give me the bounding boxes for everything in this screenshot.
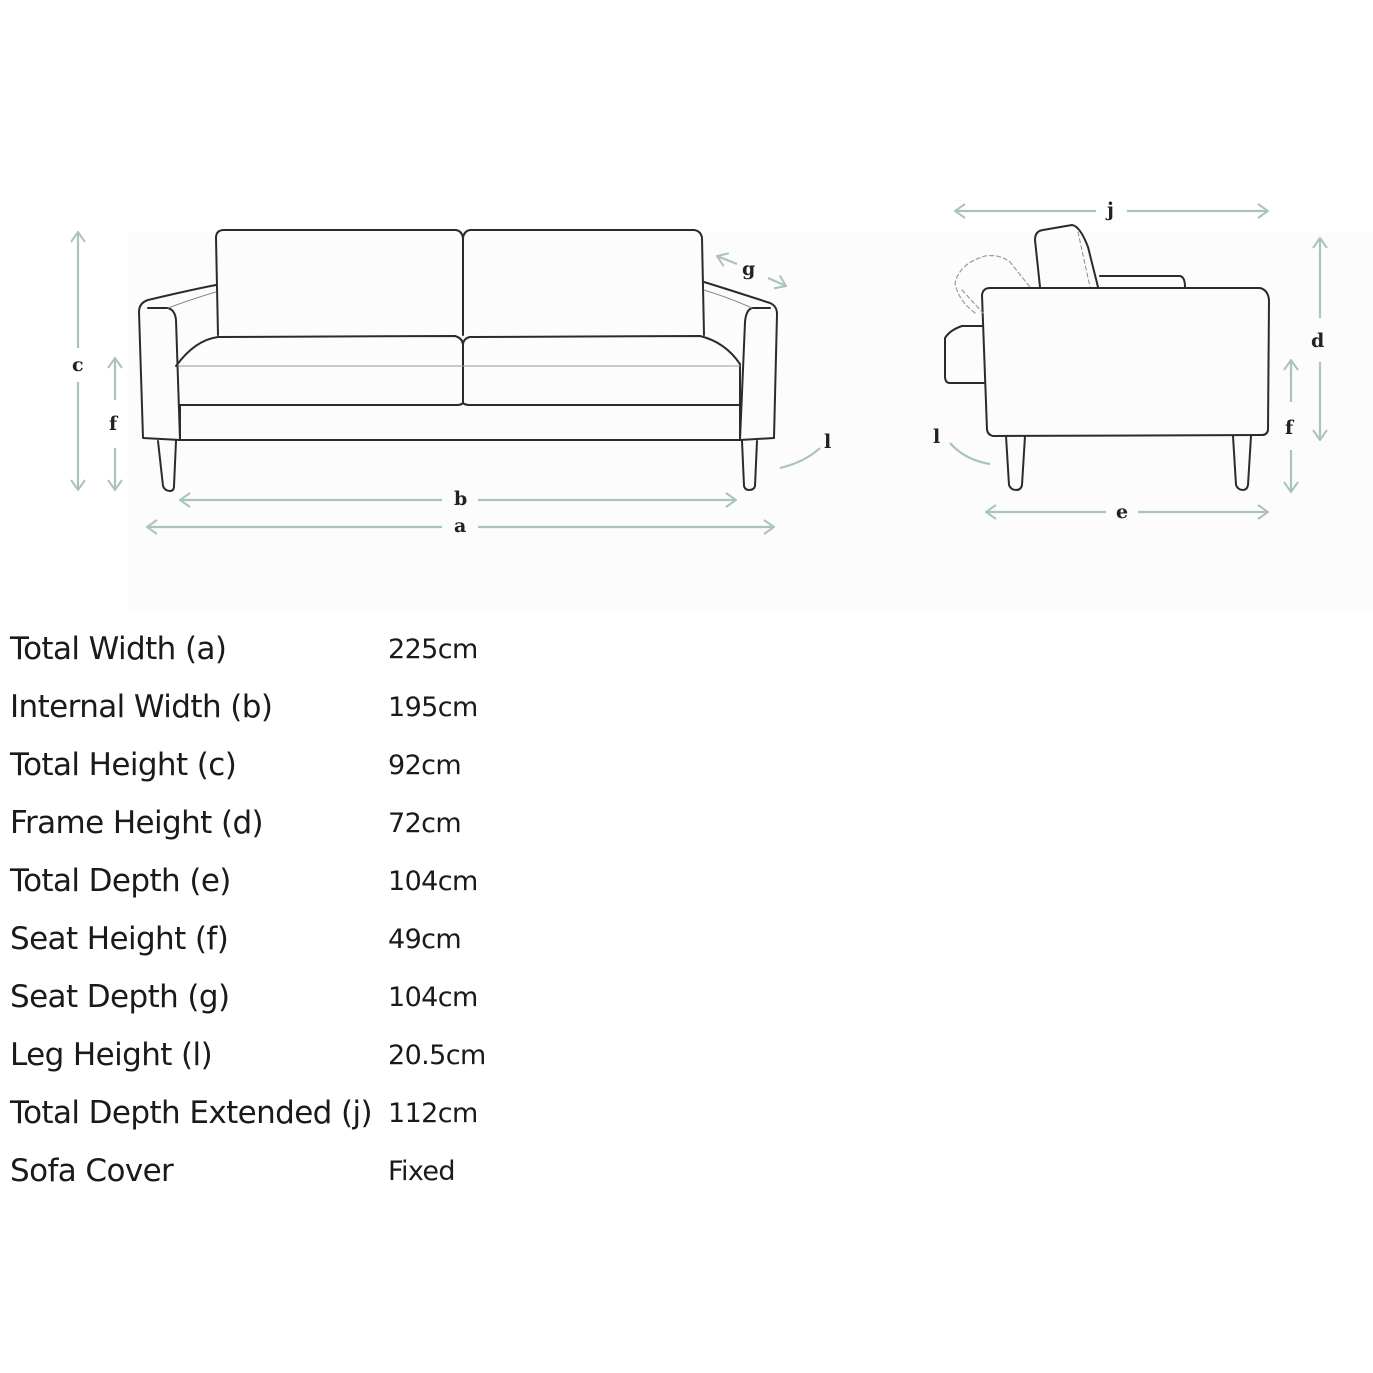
side-seat-cushion	[1099, 275, 1186, 288]
back-cushion-right	[462, 229, 705, 336]
spec-value: 72cm	[388, 807, 462, 839]
dimension-g-arrow-left	[717, 256, 738, 264]
spec-value: 225cm	[388, 633, 478, 665]
label-a: a	[454, 515, 466, 537]
side-view-labels: j d f e l	[933, 199, 1324, 523]
dimension-g-arrow-right	[767, 278, 786, 286]
side-leg-front	[1005, 435, 1026, 491]
label-b: b	[454, 488, 467, 510]
spec-row-internal-width: Internal Width (b) 195cm	[10, 678, 710, 736]
label-e: e	[1116, 501, 1128, 523]
side-body	[981, 287, 1270, 437]
spec-value: 49cm	[388, 923, 462, 955]
spec-label: Leg Height (l)	[10, 1037, 213, 1073]
side-view-dimensions	[949, 211, 1320, 512]
dimension-l-side-callout	[949, 442, 991, 466]
spec-row-seat-height: Seat Height (f) 49cm	[10, 910, 710, 968]
spec-row-seat-depth: Seat Depth (g) 104cm	[10, 968, 710, 1026]
back-cushion-left	[215, 229, 464, 336]
spec-row-total-depth: Total Depth (e) 104cm	[10, 852, 710, 910]
spec-row-total-width: Total Width (a) 225cm	[10, 620, 710, 678]
seat-cushion-left	[175, 335, 464, 406]
sofa-base	[179, 404, 741, 441]
spec-row-sofa-cover: Sofa Cover Fixed	[10, 1142, 710, 1200]
spec-label: Total Depth Extended (j)	[10, 1095, 373, 1131]
side-leg-back	[1232, 435, 1252, 491]
spec-value: 104cm	[388, 981, 478, 1013]
seat-cushion-right	[462, 335, 741, 406]
spec-value: 195cm	[388, 691, 478, 723]
label-c: c	[72, 354, 84, 376]
spec-label: Internal Width (b)	[10, 689, 273, 725]
spec-value: 92cm	[388, 749, 462, 781]
label-d: d	[1311, 330, 1324, 352]
diagram-background-panel	[128, 232, 1373, 612]
dimension-l-callout	[779, 447, 821, 470]
spec-label: Sofa Cover	[10, 1153, 174, 1189]
spec-row-frame-height: Frame Height (d) 72cm	[10, 794, 710, 852]
front-view-labels: c f b a g l	[72, 258, 831, 537]
sofa-side-view	[944, 224, 1270, 491]
label-j: j	[1105, 199, 1114, 221]
spec-value: Fixed	[388, 1155, 456, 1187]
spec-label: Total Height (c)	[10, 747, 237, 783]
dimensions-spec-table: Total Width (a) 225cm Internal Width (b)…	[10, 620, 710, 1200]
side-back-cushion	[1034, 224, 1099, 288]
arm-left	[138, 284, 217, 441]
spec-label: Seat Depth (g)	[10, 979, 230, 1015]
spec-label: Total Depth (e)	[10, 863, 231, 899]
arm-right	[703, 281, 778, 441]
label-f-side: f	[1285, 417, 1295, 439]
recline-ghost-outline	[954, 255, 1031, 314]
spec-value: 20.5cm	[388, 1039, 486, 1071]
sofa-front-view	[138, 229, 778, 492]
side-footrest	[944, 325, 985, 384]
sofa-dimension-diagram: c f b a g l	[0, 199, 1373, 537]
spec-row-total-height: Total Height (c) 92cm	[10, 736, 710, 794]
spec-label: Total Width (a)	[10, 631, 227, 667]
leg-left	[157, 440, 177, 492]
spec-value: 112cm	[388, 1097, 478, 1129]
label-l-front: l	[824, 431, 831, 453]
spec-row-total-depth-extended: Total Depth Extended (j) 112cm	[10, 1084, 710, 1142]
spec-label: Seat Height (f)	[10, 921, 229, 957]
label-g: g	[742, 258, 755, 280]
front-view-dimensions	[78, 232, 821, 527]
spec-value: 104cm	[388, 865, 478, 897]
label-l-side: l	[933, 426, 940, 448]
leg-right	[741, 440, 758, 491]
label-f-front: f	[109, 413, 119, 435]
spec-row-leg-height: Leg Height (l) 20.5cm	[10, 1026, 710, 1084]
spec-label: Frame Height (d)	[10, 805, 264, 841]
